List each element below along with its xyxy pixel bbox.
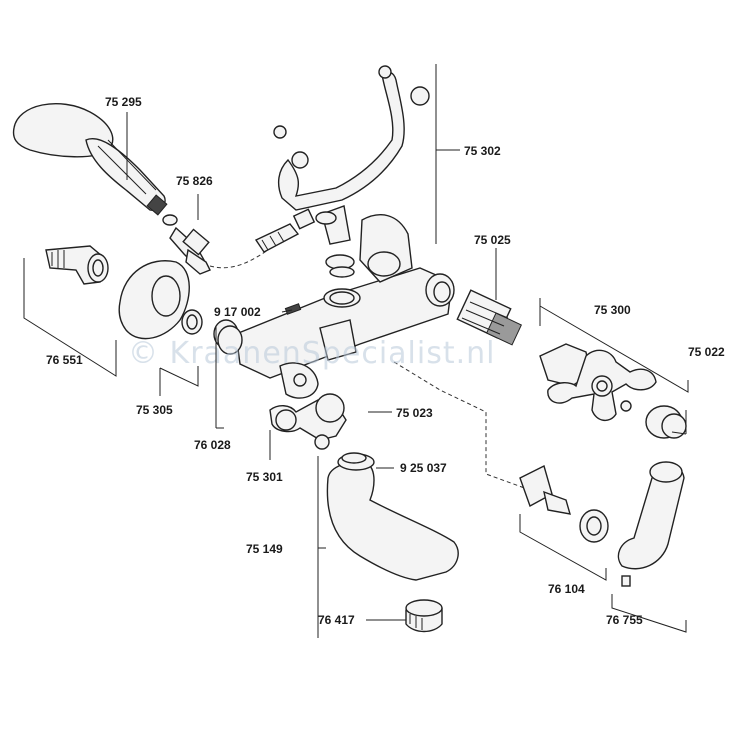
elbow-fitting xyxy=(45,245,109,285)
shower-holder xyxy=(273,65,430,278)
label-75023: 75 023 xyxy=(396,406,433,420)
label-75302: 75 302 xyxy=(464,144,501,158)
label-75305: 75 305 xyxy=(136,403,173,417)
hose-dash xyxy=(209,249,269,269)
label-75826: 75 826 xyxy=(176,174,213,188)
cross-handle-left xyxy=(269,373,347,450)
spout xyxy=(326,452,459,581)
hose-connector xyxy=(162,214,211,275)
label-76028: 76 028 xyxy=(194,438,231,452)
label-75022: 75 022 xyxy=(688,345,725,359)
label-75300: 75 300 xyxy=(594,303,631,317)
label-75025: 75 025 xyxy=(474,233,511,247)
label-75149: 75 149 xyxy=(246,542,283,556)
label-917002: 9 17 002 xyxy=(214,305,261,319)
diverter-dash xyxy=(393,361,531,491)
label-76104: 76 104 xyxy=(548,582,585,596)
leader-lines xyxy=(23,64,689,638)
cross-handle-right xyxy=(539,343,657,421)
part-labels: 75 295 75 826 75 302 75 025 9 17 002 75 … xyxy=(46,95,725,627)
coupling-nut xyxy=(217,325,243,355)
label-76417: 76 417 xyxy=(318,613,355,627)
diverter xyxy=(519,464,609,543)
label-75301: 75 301 xyxy=(246,470,283,484)
hose-nipple xyxy=(254,208,316,253)
lever xyxy=(617,461,685,587)
rosette xyxy=(118,260,203,340)
handle-cap xyxy=(620,400,687,439)
cartridge xyxy=(456,289,523,346)
watermark: © KraanenSpecialist.nl xyxy=(128,336,496,371)
label-925037: 9 25 037 xyxy=(400,461,447,475)
label-76755: 76 755 xyxy=(606,613,643,627)
hand-shower xyxy=(12,102,168,216)
label-75295: 75 295 xyxy=(105,95,142,109)
label-76551: 76 551 xyxy=(46,353,83,367)
aerator xyxy=(405,599,443,633)
